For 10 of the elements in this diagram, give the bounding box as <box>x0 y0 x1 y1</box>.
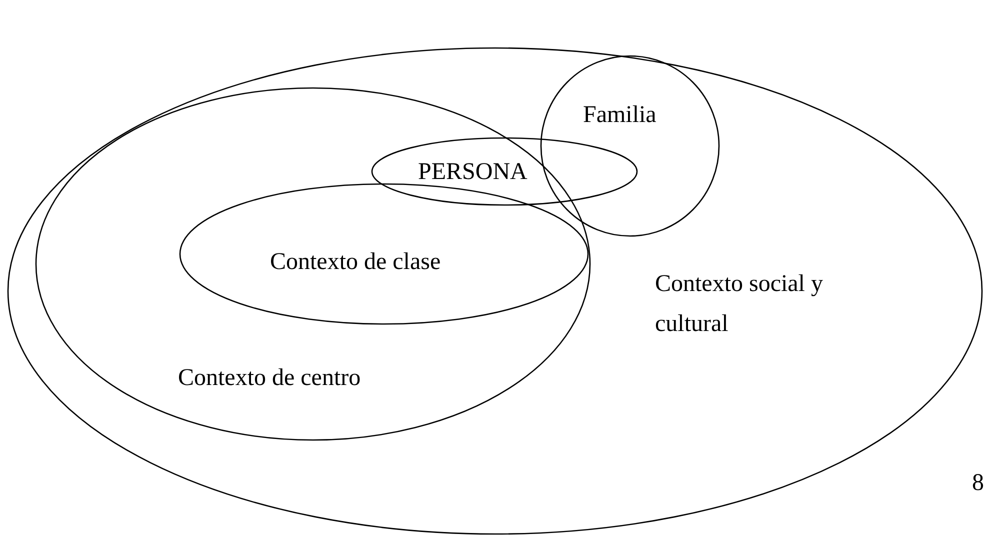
context-ellipse <box>7 47 983 535</box>
ellipse-label: Familia <box>583 101 656 130</box>
context-ellipse <box>179 183 589 325</box>
context-ellipse <box>371 137 638 206</box>
ellipse-label: PERSONA <box>418 158 528 187</box>
context-ellipse <box>540 55 720 237</box>
page-number: 8 <box>972 470 984 497</box>
ellipse-label: Contexto de clase <box>270 248 441 277</box>
ellipse-label: Contexto de centro <box>178 364 361 393</box>
ellipse-label: Contexto social y cultural <box>655 270 824 339</box>
